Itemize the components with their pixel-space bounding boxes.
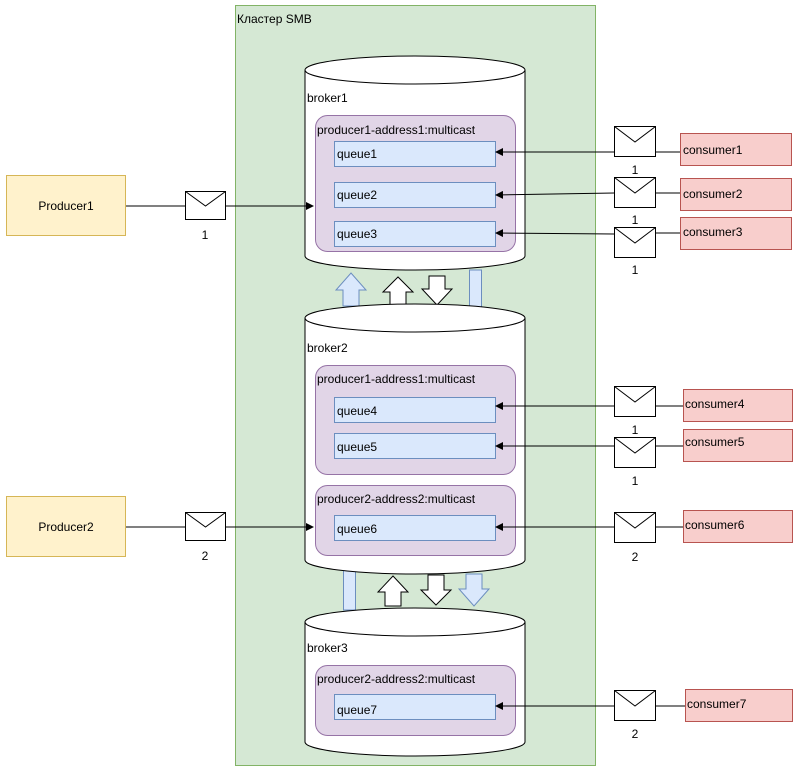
message-count: 2 (632, 550, 639, 564)
queue7-box: queue7 (334, 694, 496, 720)
replication-arrows-broker1-broker2 (334, 269, 482, 309)
consumer1-box: consumer1 (680, 133, 792, 166)
consumer-label: consumer1 (683, 143, 743, 157)
replication-arrow-up-blue (343, 565, 356, 611)
producer-label: Producer1 (38, 199, 94, 213)
producer2-box: Producer2 (6, 496, 126, 557)
consumer-label: consumer6 (685, 518, 745, 532)
consumer-connectors (495, 148, 685, 710)
envelope-icon (185, 512, 226, 541)
replication-arrow-up-blue (334, 272, 368, 307)
consumer4-box: consumer4 (683, 389, 793, 422)
envelope-icon (614, 690, 656, 721)
message-count: 1 (632, 213, 639, 227)
consumer-label: consumer3 (683, 225, 743, 239)
replication-arrows-broker2-broker3 (343, 565, 491, 611)
address-label: producer1-address1:multicast (317, 372, 476, 386)
message-count: 1 (632, 474, 639, 488)
consumer6-box: consumer6 (683, 510, 793, 543)
producer1-box: Producer1 (6, 175, 126, 236)
broker-label: broker3 (307, 641, 348, 655)
consumer-label: consumer4 (685, 397, 745, 411)
message-count: 2 (632, 727, 639, 741)
queue6-box: queue6 (334, 515, 496, 541)
message-count: 1 (202, 228, 209, 242)
message-count: 1 (632, 423, 639, 437)
queue-label: queue4 (337, 404, 377, 418)
broker-label: broker1 (307, 91, 348, 105)
queue-label: queue2 (337, 188, 377, 202)
envelope-icon (185, 191, 226, 220)
address-label: producer1-address1:multicast (317, 123, 476, 137)
consumer-label: consumer7 (687, 697, 747, 711)
queue-label: queue6 (337, 522, 377, 536)
queue-label: queue7 (337, 703, 377, 717)
broker-label: broker2 (307, 341, 348, 355)
envelope-icon (614, 177, 656, 208)
queue-label: queue3 (337, 227, 377, 241)
queue5-box: queue5 (334, 433, 496, 459)
replication-arrow-down-blue (457, 573, 491, 607)
message-count: 1 (632, 263, 639, 277)
message-count: 2 (202, 549, 209, 563)
envelope-icon (614, 386, 656, 417)
replication-arrow-down-blue (469, 269, 482, 309)
queue4-box: queue4 (334, 397, 496, 423)
queue1-box: queue1 (334, 141, 496, 167)
consumer7-box: consumer7 (685, 689, 793, 722)
envelope-icon (614, 126, 656, 157)
consumer5-box: consumer5 (683, 429, 793, 462)
replication-arrow-up (376, 575, 410, 607)
cluster-label: Кластер SMB (237, 12, 312, 26)
consumer3-box: consumer3 (680, 217, 792, 250)
consumer-label: consumer5 (685, 435, 745, 449)
queue-label: queue5 (337, 440, 377, 454)
consumer2-box: consumer2 (680, 178, 792, 211)
producer-label: Producer2 (38, 520, 94, 534)
replication-arrow-down (419, 574, 453, 606)
consumer-label: consumer2 (683, 187, 743, 201)
queue2-box: queue2 (334, 182, 496, 208)
envelope-icon (614, 512, 656, 543)
envelope-icon (614, 227, 656, 258)
queue-label: queue1 (337, 147, 377, 161)
queue3-box: queue3 (334, 221, 496, 247)
replication-arrow-down (420, 275, 454, 306)
address-label: producer2-address2:multicast (317, 492, 476, 506)
envelope-icon (614, 437, 656, 468)
message-count: 1 (632, 163, 639, 177)
address-label: producer2-address2:multicast (317, 672, 476, 686)
